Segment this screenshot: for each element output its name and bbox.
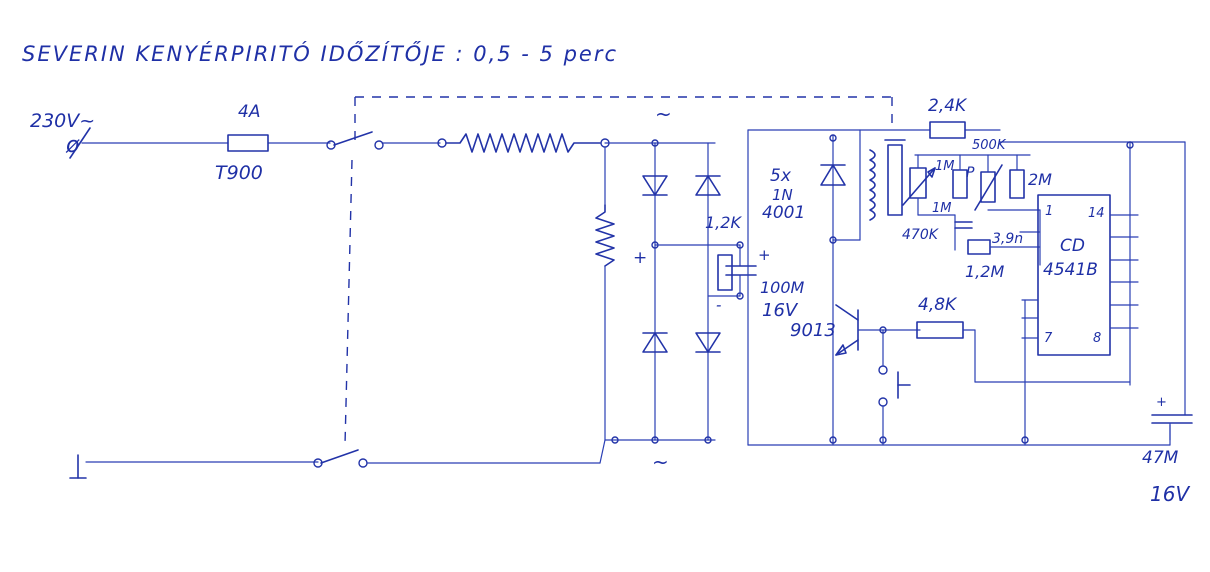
label-r-470k: 470K [902, 227, 938, 243]
label-ac-bottom: ~ [652, 450, 669, 474]
label-transistor: 9013 [790, 320, 836, 341]
label-r-1m2: 1,2M [965, 262, 1005, 281]
mains-neutral-line [85, 439, 606, 468]
resistor-branch [595, 146, 615, 441]
label-r-1k2: 1,2K [705, 213, 741, 232]
label-ic-part: 4541B [1043, 260, 1098, 280]
label-r-1m-b: 1M [932, 201, 952, 216]
label-r-1m-a: 1M [935, 159, 955, 174]
push-button [878, 326, 911, 446]
label-thermal-fuse: T900 [215, 162, 263, 184]
heating-element [437, 133, 610, 153]
base-resistor [916, 321, 1131, 383]
fuse-4a [227, 134, 269, 152]
label-phase: ø [66, 133, 80, 158]
label-cap47-plus: + [1156, 395, 1167, 410]
relay-coil [820, 134, 906, 446]
label-pot-letter: P [966, 165, 975, 181]
label-diodes-part1: 1N [772, 186, 793, 204]
mains-phase-line [69, 127, 441, 159]
label-pin-14: 14 [1088, 206, 1105, 221]
label-cap-minus: - [716, 296, 722, 314]
label-cap-47u: 47M [1142, 448, 1179, 468]
label-cap-100u: 100M [760, 278, 805, 297]
label-fuse-current: 4A [238, 102, 261, 122]
label-cap-47u-voltage: 16V [1150, 482, 1190, 506]
label-cap-plus: + [758, 246, 771, 264]
label-r-4k8: 4,8K [918, 295, 957, 315]
resistor-2k4 [929, 121, 966, 139]
mechanical-link [344, 96, 893, 446]
switch-top [326, 131, 384, 150]
transistor-9013 [829, 304, 921, 444]
label-cap-3n9: 3,9n [992, 231, 1024, 247]
label-mains-voltage: 230V~ [30, 110, 96, 132]
capacitor-47u [1151, 414, 1193, 441]
label-diodes-part2: 4001 [762, 203, 806, 223]
schematic-title: SEVERIN KENYÉRPIRITÓ IDŐZÍTŐJE : 0,5 - 5… [22, 42, 619, 66]
label-pin-1: 1 [1045, 204, 1054, 219]
label-ac-top: ~ [655, 102, 672, 126]
ground-terminal [69, 454, 87, 479]
label-pin-8: 8 [1093, 331, 1102, 346]
bridge-rectifier [604, 139, 741, 444]
timer-section-wires [747, 129, 1186, 446]
label-cap-100u-voltage: 16V [762, 300, 798, 321]
timing-network [902, 154, 1041, 266]
label-ic-name: CD [1060, 236, 1085, 256]
label-bridge-plus: + [633, 248, 648, 268]
label-pot-500k: 500K [972, 138, 1006, 153]
ic-cd4541b [1021, 194, 1139, 446]
filter-rc [717, 241, 757, 300]
label-r-2m: 2M [1028, 170, 1052, 189]
label-r-2k4: 2,4K [928, 96, 967, 116]
label-diodes-count: 5x [770, 166, 791, 186]
label-pin-7: 7 [1044, 331, 1053, 346]
